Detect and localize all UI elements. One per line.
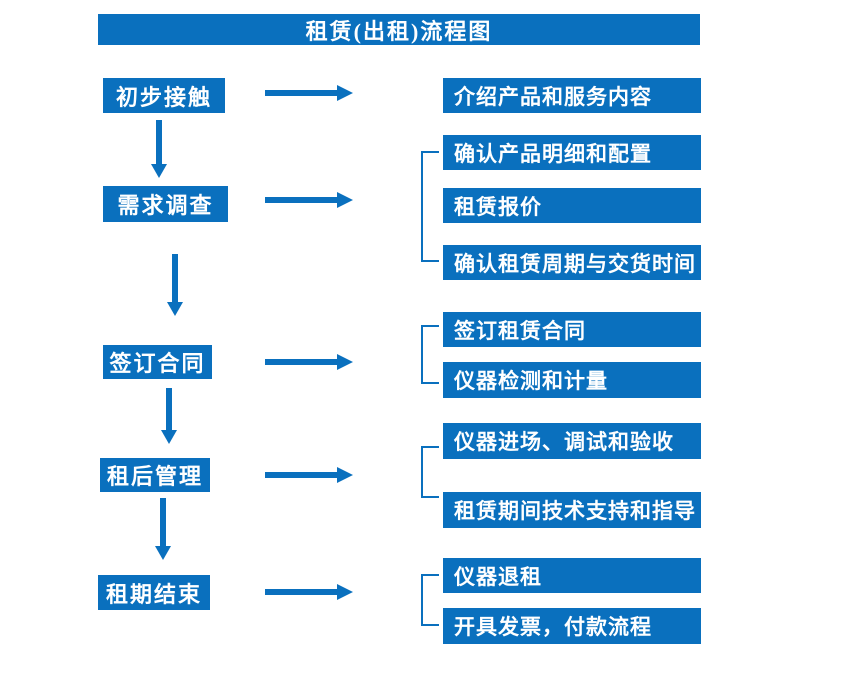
stage-box-sign-contract: 签订合同 (103, 345, 212, 379)
detail-box-instrument-setup-acceptance: 仪器进场、调试和验收 (443, 423, 701, 459)
stage-box-rental-end: 租期结束 (98, 575, 210, 610)
detail-box-instrument-testing: 仪器检测和计量 (443, 362, 701, 398)
detail-box-tech-support: 租赁期间技术支持和指导 (443, 492, 701, 528)
bracket-demand-survey-group-icon (421, 151, 439, 262)
detail-box-confirm-product-details: 确认产品明细和配置 (443, 135, 701, 170)
bracket-sign-contract-group-icon (421, 325, 439, 384)
arrow-down-3-icon (161, 388, 177, 444)
arrow-right-initial-contact-icon (265, 85, 353, 101)
detail-box-invoice-payment: 开具发票，付款流程 (443, 608, 701, 644)
arrow-right-rental-end-icon (265, 584, 353, 600)
detail-box-sign-rental-contract: 签订租赁合同 (443, 312, 701, 347)
arrow-down-2-icon (167, 254, 183, 316)
detail-box-rental-quote: 租赁报价 (443, 188, 701, 223)
stage-box-demand-survey: 需求调查 (103, 186, 228, 222)
detail-box-instrument-return: 仪器退租 (443, 558, 701, 593)
arrow-down-4-icon (155, 498, 171, 560)
stage-box-initial-contact: 初步接触 (103, 78, 225, 113)
arrow-right-sign-contract-icon (265, 354, 353, 370)
stage-box-post-rental-management: 租后管理 (100, 458, 210, 492)
arrow-down-1-icon (151, 120, 167, 178)
detail-box-introduce-products: 介绍产品和服务内容 (443, 78, 701, 113)
detail-box-confirm-rental-period: 确认租赁周期与交货时间 (443, 245, 701, 280)
bracket-post-rental-group-icon (421, 446, 439, 498)
bracket-rental-end-group-icon (421, 574, 439, 626)
flowchart-title: 租赁(出租)流程图 (98, 14, 700, 45)
arrow-right-post-rental-management-icon (265, 467, 353, 483)
arrow-right-demand-survey-icon (265, 192, 353, 208)
